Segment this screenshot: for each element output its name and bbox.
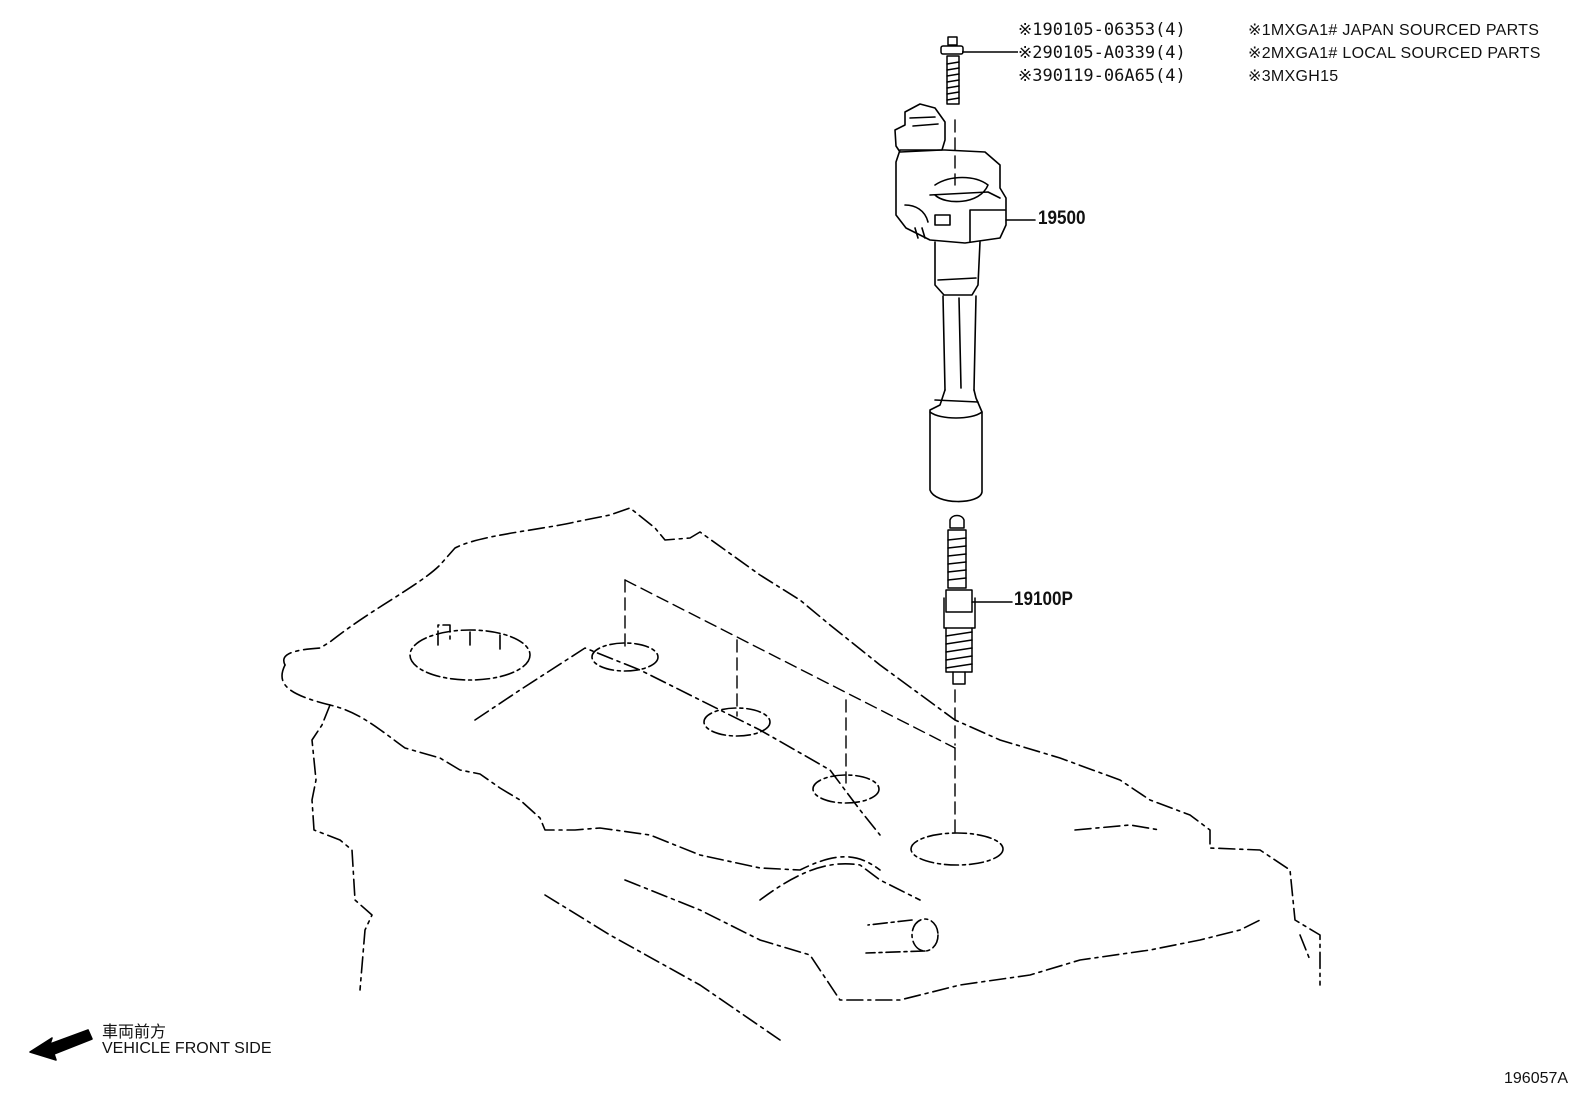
condition-note-1-text: MXGA1# JAPAN SOURCED PARTS <box>1270 22 1540 39</box>
ignition-coil-callout: 19500 <box>1038 208 1086 229</box>
cylinder-centerline-bracket <box>624 119 956 834</box>
condition-note-1-mark: ※1 <box>1248 22 1271 39</box>
condition-note-2: ※2MXGA1# LOCAL SOURCED PARTS <box>1248 43 1541 63</box>
spark-plug <box>943 514 1013 685</box>
condition-note-2-mark: ※2 <box>1248 45 1271 62</box>
bolt-note-2-part: 90105-A0339(4) <box>1042 43 1186 63</box>
bolt-note-3-part: 90119-06A65(4) <box>1042 66 1186 86</box>
direction-label-english: VEHICLE FRONT SIDE <box>102 1040 272 1057</box>
cylinder-head-cover-outline <box>281 507 1321 1041</box>
bolt-note-3: ※390119-06A65(4) <box>1018 66 1186 86</box>
condition-note-3-text: MXGH15 <box>1270 68 1339 85</box>
illustration-id: 196057A <box>1504 1070 1569 1087</box>
bolt-note-2-mark: ※2 <box>1018 43 1043 63</box>
bolt-note-1-part: 90105-06353(4) <box>1042 20 1186 40</box>
bolt-note-3-mark: ※3 <box>1018 66 1043 86</box>
bolt-note-1-mark: ※1 <box>1018 20 1043 40</box>
vehicle-front-arrow-icon <box>29 1029 93 1061</box>
spark-plug-callout: 19100P <box>1014 589 1073 610</box>
bolt-note-leader <box>962 51 1018 53</box>
ignition-coil <box>894 103 1036 503</box>
direction-label-japanese: 車両前方 <box>102 1024 167 1041</box>
mounting-bolt <box>940 36 964 105</box>
bolt-note-1: ※190105-06353(4) <box>1018 20 1186 40</box>
condition-note-3: ※3MXGH15 <box>1248 66 1339 86</box>
bolt-note-2: ※290105-A0339(4) <box>1018 43 1186 63</box>
condition-note-1: ※1MXGA1# JAPAN SOURCED PARTS <box>1248 20 1539 40</box>
plug-well-openings <box>409 624 1004 954</box>
condition-note-3-mark: ※3 <box>1248 68 1271 85</box>
condition-note-2-text: MXGA1# LOCAL SOURCED PARTS <box>1270 45 1541 62</box>
